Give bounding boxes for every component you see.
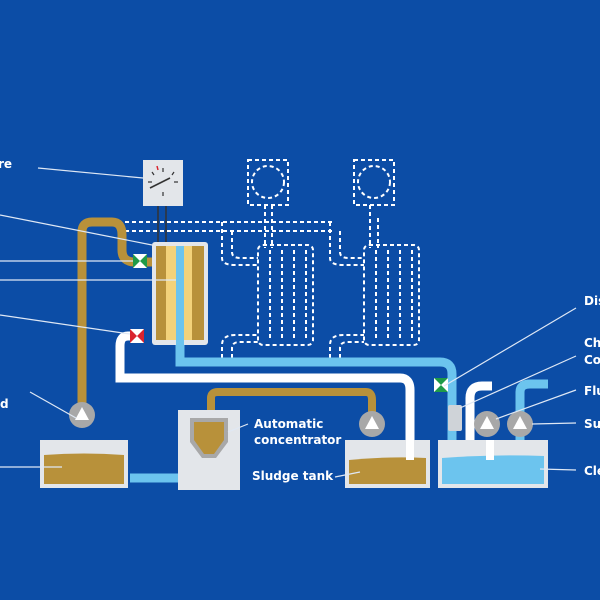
permeate-pipe [175,345,457,460]
clean-label-fragment: Cle [584,464,600,478]
filter-module [152,242,208,346]
pump-label-fragment: d [0,397,9,411]
drain-valve-icon[interactable] [130,329,144,343]
concentrator-label-1: Automatic [254,417,323,431]
sludge-pump-icon[interactable] [359,411,385,437]
inlet-valve-icon[interactable] [133,254,147,268]
discharge-label-fragment: Dis [584,294,600,308]
return-pipe [115,331,415,462]
clean-water-tank [438,379,548,488]
pressure-label-fragment: re [0,157,12,171]
leader-lines [0,167,577,478]
sludge-tank [345,440,430,488]
flush-pump-icon[interactable] [474,411,500,437]
discharge-valve-icon[interactable] [434,378,448,392]
concentrator-label-2: concentrator [254,433,341,447]
feed-pipe [77,217,152,405]
supply-pump-icon[interactable] [507,411,533,437]
feed-tank [40,440,128,488]
pressure-gauge [143,160,183,245]
inactive-filter-modules [125,159,420,365]
flush-label-fragment: Flu [584,384,600,398]
co-label-fragment: Co [584,353,600,367]
ch-label-fragment: Ch [584,336,600,350]
feed-pump-icon[interactable] [69,402,95,428]
supply-label-fragment: Su [584,417,600,431]
automatic-concentrator [130,388,376,490]
sludge-tank-label: Sludge tank [252,469,334,483]
